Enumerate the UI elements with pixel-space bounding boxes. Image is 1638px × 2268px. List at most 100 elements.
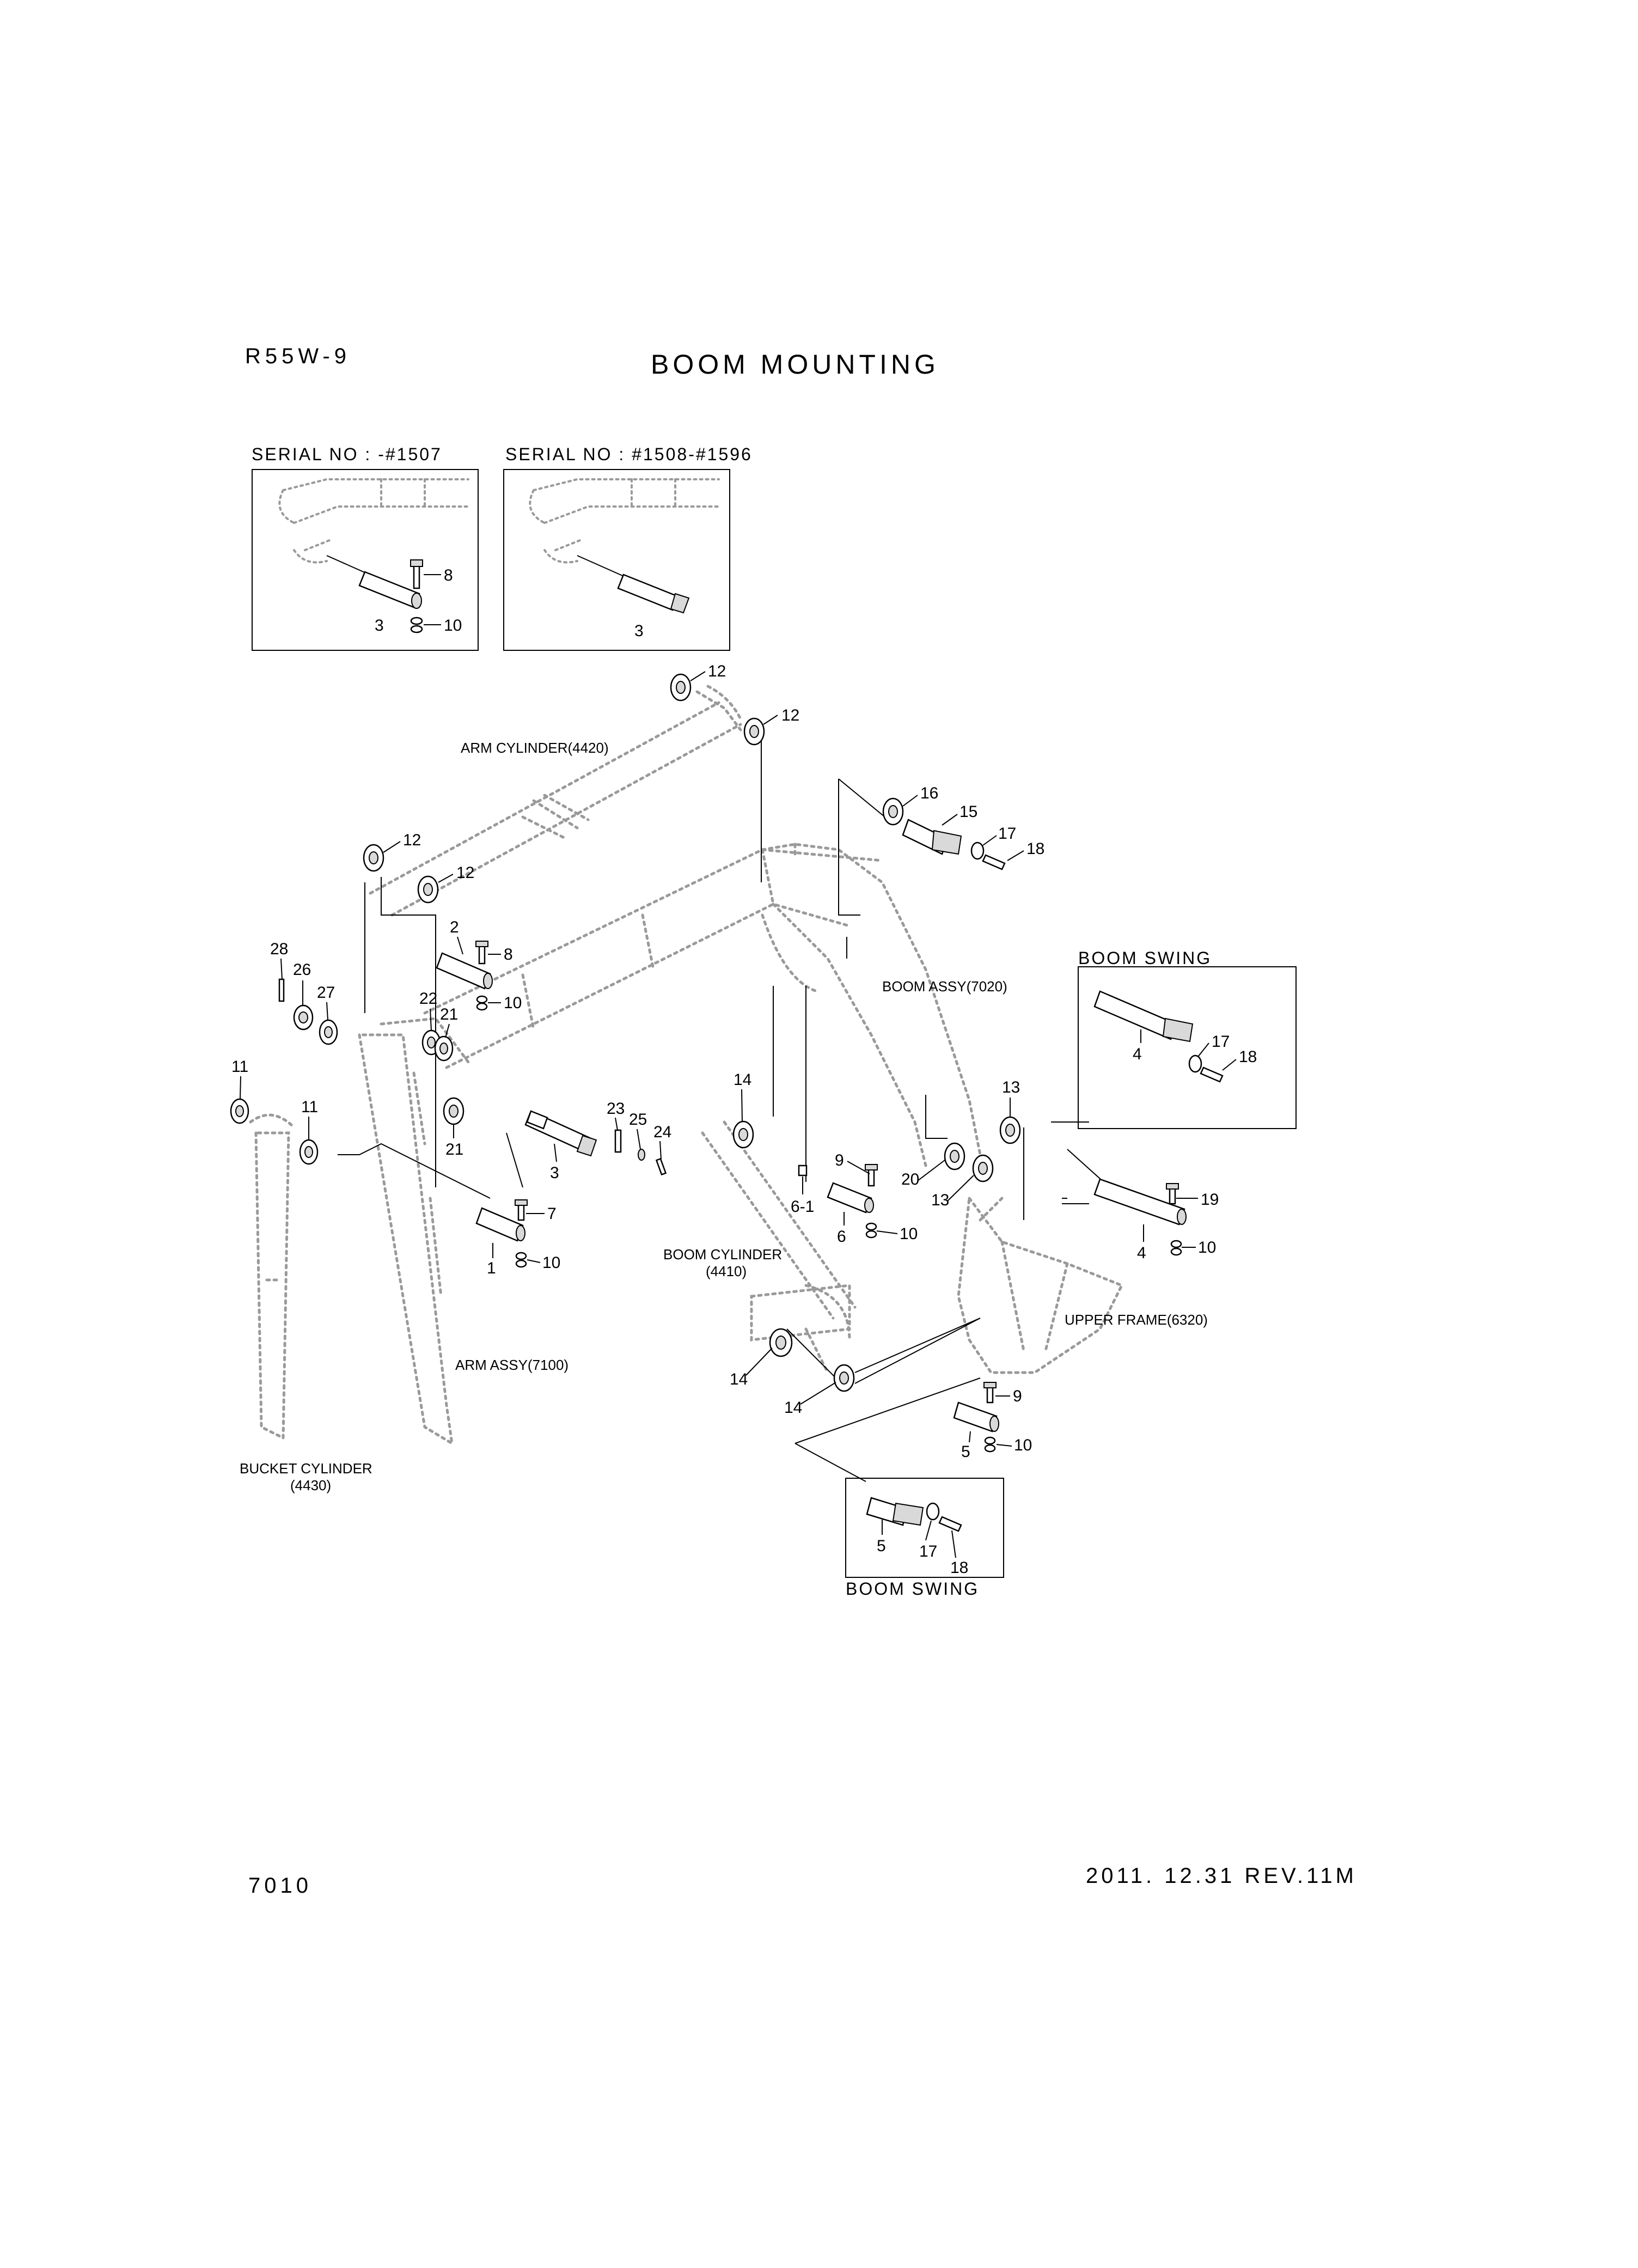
callout-13: 13 xyxy=(931,1191,949,1209)
ring-25 xyxy=(638,1149,645,1161)
pin-3-inset-1 xyxy=(358,571,422,609)
washers xyxy=(230,673,1021,1392)
callout-6-1: 6-1 xyxy=(791,1198,814,1216)
inset-serial-1: SERIAL NO : -#1507 8 10 3 xyxy=(252,444,479,651)
pin-4-main xyxy=(1093,1178,1185,1226)
callout-leaders xyxy=(240,671,1237,1558)
washer-10-inset-1-a xyxy=(410,617,423,625)
callout-10: 10 xyxy=(504,994,522,1012)
inset-serial-2-frame xyxy=(503,469,730,651)
label-arm-assy: ARM ASSY(7100) xyxy=(455,1357,569,1373)
bolt-7 xyxy=(517,1203,525,1221)
callout-20: 20 xyxy=(901,1170,919,1188)
bolt-8 xyxy=(478,944,486,965)
callout-9: 9 xyxy=(1013,1387,1022,1405)
callout-4: 4 xyxy=(1137,1244,1146,1262)
ghost-boom-cylinder xyxy=(701,1120,857,1342)
callout-9: 9 xyxy=(835,1151,844,1169)
ghost-upper-frame xyxy=(957,1194,1124,1374)
pin-6 xyxy=(827,1182,872,1214)
callout-23: 23 xyxy=(607,1100,625,1118)
washer-10-inset-1-b xyxy=(410,625,423,633)
callout-12: 12 xyxy=(781,706,799,724)
label-bucket-cylinder-2: (4430) xyxy=(290,1477,331,1493)
callout-14: 14 xyxy=(730,1370,748,1388)
revision-date: 2011. 12.31 REV.11M xyxy=(1086,1864,1357,1888)
callout-10: 10 xyxy=(444,617,462,635)
bolt-18 xyxy=(982,854,1006,870)
model-number: R55W-9 xyxy=(245,344,351,368)
spring-pin-23 xyxy=(614,1129,622,1153)
inset-serial-1-title: SERIAL NO : -#1507 xyxy=(252,444,442,464)
callout-10: 10 xyxy=(1198,1239,1216,1257)
callout-6: 6 xyxy=(837,1228,846,1246)
callout-12: 12 xyxy=(403,831,421,849)
callout-10: 10 xyxy=(900,1225,918,1243)
callout-28: 28 xyxy=(270,940,288,958)
ghost-swing-bracket xyxy=(750,1284,851,1374)
page-number: 7010 xyxy=(248,1874,312,1898)
inset-serial-2-boom-ghost xyxy=(529,478,720,564)
callout-3-inset-2: 3 xyxy=(634,622,644,640)
callout-4: 4 xyxy=(1133,1045,1142,1063)
callout-10: 10 xyxy=(1014,1436,1032,1454)
callouts: 12 12 12 12 16 15 17 18 2 8 10 28 26 27 … xyxy=(231,662,1257,1577)
callout-22: 22 xyxy=(419,990,437,1008)
callout-16: 16 xyxy=(920,784,938,802)
callout-11: 11 xyxy=(231,1058,248,1076)
callout-27: 27 xyxy=(317,984,335,1002)
callout-17: 17 xyxy=(919,1543,937,1560)
callout-18: 18 xyxy=(1026,840,1044,858)
boom-swing-lower-title: BOOM SWING xyxy=(846,1579,979,1599)
fitting-6-1 xyxy=(798,1165,808,1176)
ghost-boom xyxy=(423,843,982,1167)
bolt-18-swing xyxy=(1200,1066,1224,1083)
callout-17: 17 xyxy=(998,825,1016,843)
bolt-8-inset-1 xyxy=(410,559,423,589)
explosion-lines xyxy=(338,730,1122,1482)
callout-13: 13 xyxy=(1002,1078,1020,1096)
callout-18: 18 xyxy=(950,1559,968,1577)
washer-17 xyxy=(970,842,985,860)
callout-26: 26 xyxy=(293,961,311,979)
inset-serial-2: SERIAL NO : #1508-#1596 3 xyxy=(503,444,753,651)
pin-2 xyxy=(436,952,491,990)
callout-21: 21 xyxy=(440,1005,458,1023)
inset-serial-1-frame xyxy=(252,469,479,651)
callout-21: 21 xyxy=(445,1141,463,1159)
pin-4-swing xyxy=(1093,990,1177,1040)
bolt-9-lower xyxy=(986,1385,994,1404)
callout-5: 5 xyxy=(877,1537,886,1555)
bolt-9 xyxy=(867,1167,875,1187)
label-bucket-cylinder-1: BUCKET CYLINDER xyxy=(240,1460,372,1477)
boom-swing-upper-title: BOOM SWING xyxy=(1078,948,1212,968)
inset-serial-1-boom-ghost xyxy=(278,478,469,564)
callout-3: 3 xyxy=(375,617,384,635)
pin-24 xyxy=(655,1157,667,1176)
bolt-19 xyxy=(1169,1186,1176,1205)
callout-14: 14 xyxy=(784,1399,802,1417)
callout-1: 1 xyxy=(487,1259,496,1277)
callout-12: 12 xyxy=(708,662,726,680)
label-boom-cylinder-1: BOOM CYLINDER xyxy=(663,1246,782,1263)
callout-15: 15 xyxy=(959,803,977,821)
label-boom-assy: BOOM ASSY(7020) xyxy=(882,978,1007,995)
pin-3-inset-2 xyxy=(617,574,690,614)
callout-3: 3 xyxy=(550,1164,559,1182)
callout-7: 7 xyxy=(547,1205,557,1223)
callout-8: 8 xyxy=(444,566,453,584)
assembly-labels: ARM CYLINDER(4420) BOOM ASSY(7020) BOOM … xyxy=(240,740,1208,1493)
label-arm-cylinder: ARM CYLINDER(4420) xyxy=(461,740,609,756)
callout-5: 5 xyxy=(961,1443,970,1461)
page-title: BOOM MOUNTING xyxy=(651,349,939,380)
callout-17: 17 xyxy=(1212,1033,1230,1051)
callout-12: 12 xyxy=(456,864,474,882)
inset-serial-2-title: SERIAL NO : #1508-#1596 xyxy=(505,444,753,464)
ghost-bucket-cylinder xyxy=(249,1113,296,1441)
boom-swing-lower-frame xyxy=(845,1478,1004,1578)
callout-10: 10 xyxy=(542,1254,560,1272)
label-boom-cylinder-2: (4410) xyxy=(706,1263,747,1279)
bolt-18-lower xyxy=(938,1516,962,1532)
grease-28 xyxy=(278,978,285,1002)
